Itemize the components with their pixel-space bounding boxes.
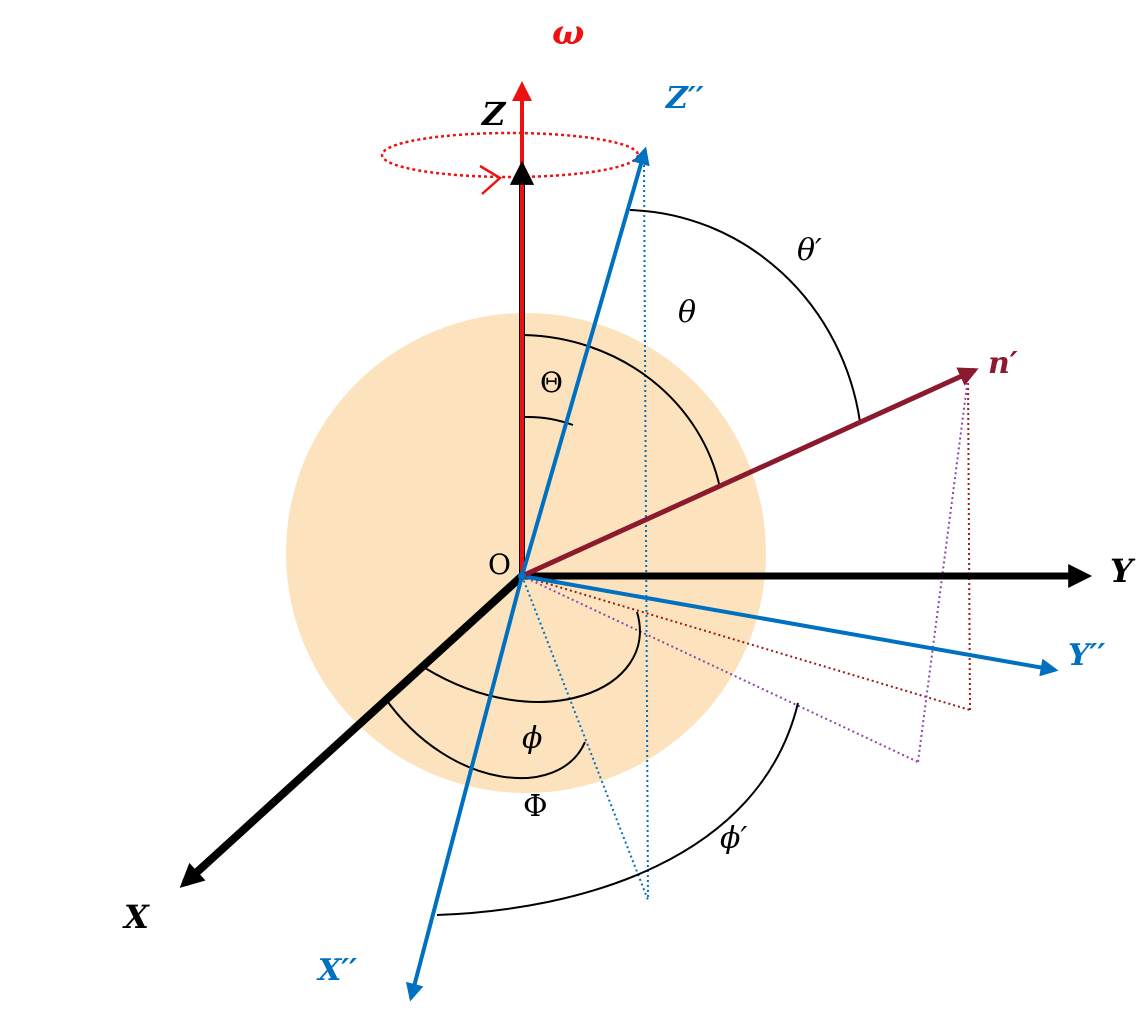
origin-point xyxy=(518,572,526,580)
Phi-label: Φ xyxy=(523,789,548,824)
theta-prime-label: θ′ xyxy=(797,233,822,268)
z-axis-label: Z xyxy=(480,95,507,133)
y-axis-label: Y xyxy=(1110,552,1136,590)
x-body-axis xyxy=(405,575,524,1002)
phi-prime-arc xyxy=(436,702,799,916)
x-body-axis-label: X′′ xyxy=(316,953,357,988)
rotation-ellipse xyxy=(380,131,640,179)
purple-projection-line-1 xyxy=(917,377,969,763)
theta-label: θ xyxy=(678,295,696,330)
n-prime-vector xyxy=(520,367,979,579)
z-body-axis xyxy=(520,146,650,577)
phi-label: ϕ xyxy=(522,721,542,756)
x-axis xyxy=(179,573,525,888)
n-prime-vertical-projection-line xyxy=(967,377,971,711)
theta-arc xyxy=(523,334,721,489)
x-axis-label: X xyxy=(122,898,150,936)
y-body-axis xyxy=(521,574,1059,677)
omega-label: ω xyxy=(552,13,584,53)
y-body-axis-label: Y′′ xyxy=(1068,638,1105,673)
Theta-arc xyxy=(523,415,574,426)
z-body-axis-label: Z′′ xyxy=(665,81,704,116)
phi-prime-label: ϕ′ xyxy=(720,821,747,856)
origin-label: O xyxy=(488,548,511,581)
rotation-arrowhead xyxy=(479,164,503,195)
Phi-arc xyxy=(384,697,586,780)
n-prime-label: n′ xyxy=(988,346,1018,381)
sphere xyxy=(286,313,766,793)
theta-prime-arc xyxy=(629,209,861,423)
phi-arc xyxy=(424,611,641,703)
Theta-label: Θ xyxy=(540,366,563,399)
